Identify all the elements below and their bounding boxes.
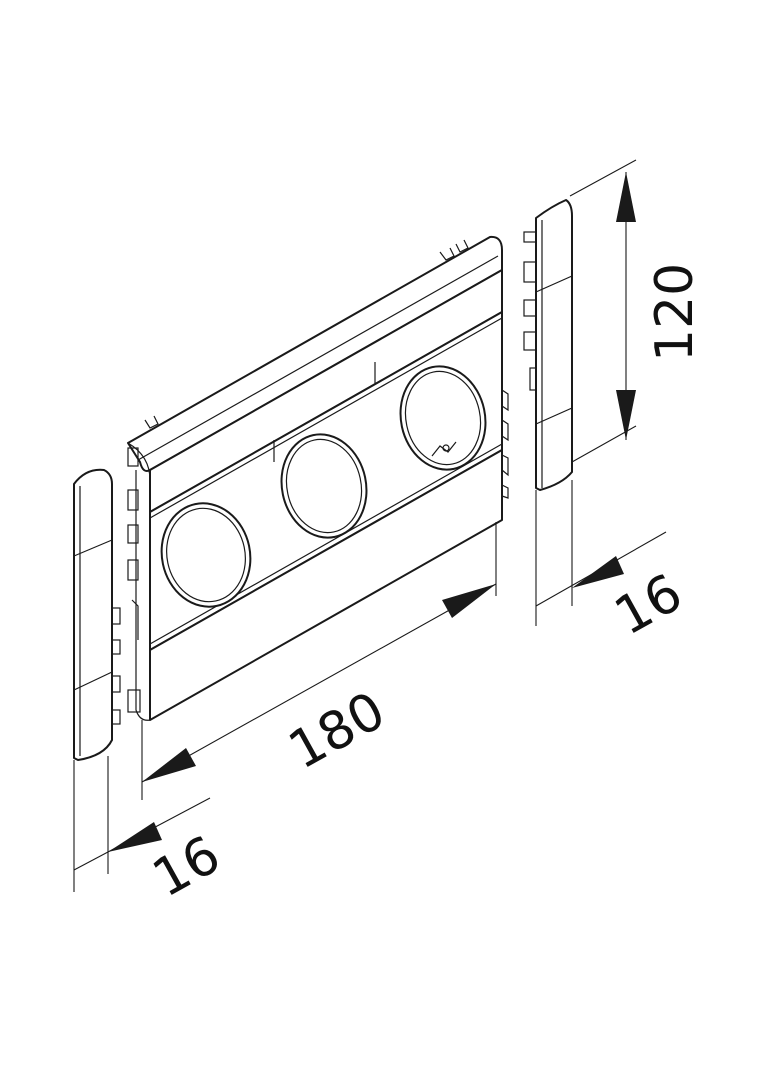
arrowhead-down — [616, 390, 636, 440]
arrowhead-right — [442, 584, 496, 618]
front-plate — [127, 235, 509, 721]
dimension-height: 120 — [569, 159, 705, 463]
right-end-cap — [523, 199, 573, 491]
plate-left-clips — [127, 447, 141, 713]
dimension-height-label: 120 — [645, 263, 705, 362]
left-end-cap — [73, 468, 121, 761]
arrowhead-depth-left — [108, 822, 162, 852]
dimension-depth-right: 16 — [535, 480, 692, 647]
arrowhead-left — [142, 748, 196, 782]
socket-opening-2 — [280, 433, 368, 539]
plate-right-clips — [501, 389, 509, 499]
socket-opening-1 — [160, 502, 252, 608]
arrowhead-up — [616, 172, 636, 222]
socket-opening-3 — [399, 365, 487, 471]
arrowhead-depth-right — [572, 556, 624, 588]
